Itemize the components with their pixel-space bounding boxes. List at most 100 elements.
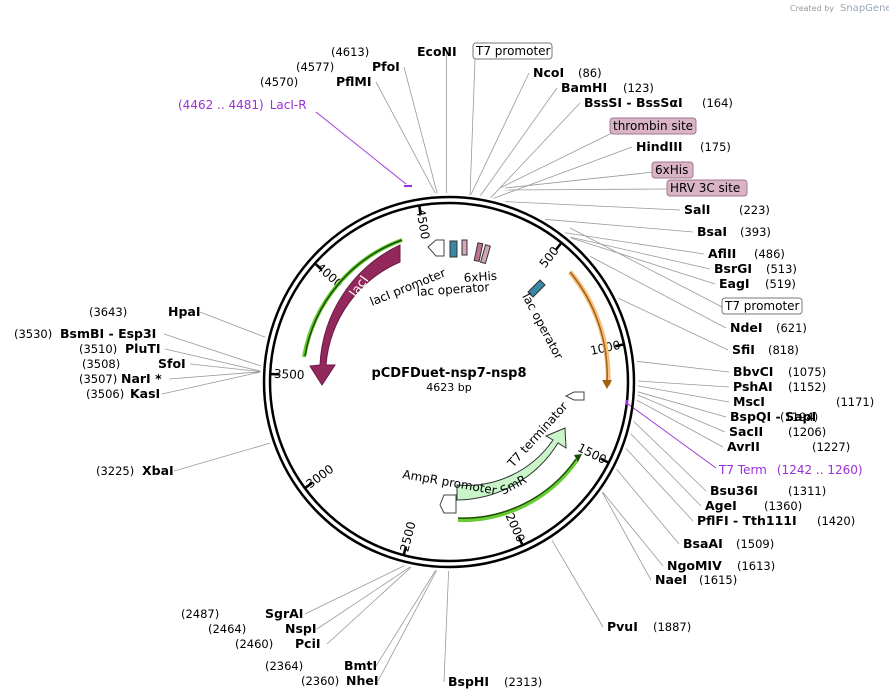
leader-line — [189, 363, 261, 372]
leader-line — [636, 399, 724, 448]
site-label-left[interactable]: (3507)NarI * — [79, 371, 162, 386]
site-label-right[interactable]: PflFI - Tth111I(1420) — [697, 513, 855, 528]
t7-box-1 — [461, 239, 468, 256]
leader-lines — [161, 52, 730, 683]
site-name: AflII — [708, 246, 736, 261]
plasmid-name: pCDFDuet-nsp7-nsp8 — [371, 366, 526, 381]
leader-line — [490, 102, 581, 198]
tick-mark — [314, 262, 323, 271]
site-position: (2313) — [504, 675, 542, 689]
t7-promoter-top-box[interactable]: T7 promoter — [472, 42, 553, 60]
smr-feature[interactable] — [456, 427, 567, 501]
site-label-right[interactable]: BsaAI(1509) — [683, 536, 774, 551]
site-label-right[interactable]: BsaI(393) — [697, 224, 771, 239]
t7-promoter-right-box[interactable]: T7 promoter — [721, 297, 803, 315]
site-label-right[interactable]: SacII(1206) — [729, 424, 826, 439]
t7-term-primer-label[interactable]: T7 Term(1242 .. 1260) — [718, 463, 863, 477]
site-label-left[interactable]: (3508)SfoI — [82, 356, 186, 371]
site-position: (1613) — [737, 559, 775, 573]
site-label-right[interactable]: SalI(223) — [684, 202, 770, 217]
site-name: NgoMIV — [667, 558, 722, 573]
tick-label: 3000 — [303, 462, 336, 491]
tick-label: 1500 — [575, 441, 609, 467]
hrv-3c-site-box[interactable]: HRV 3C site — [666, 179, 748, 197]
leader-line — [551, 540, 604, 628]
leader-line — [602, 491, 664, 567]
lac-operator-2-box — [527, 279, 546, 298]
leader-line — [505, 201, 681, 211]
site-label-right[interactable]: PvuI(1887) — [607, 619, 691, 634]
site-label-right[interactable]: BssSI - BssSαI(164) — [584, 95, 733, 110]
leader-line — [616, 469, 680, 545]
site-label-right[interactable]: MscI(1171) — [733, 394, 874, 409]
site-label-right[interactable]: NdeI(621) — [730, 320, 807, 335]
site-position: (486) — [754, 247, 785, 261]
site-name: NarI * — [121, 371, 162, 386]
site-label-left[interactable]: (2360)NheI — [301, 673, 379, 688]
site-label-right[interactable]: AvrII(1227) — [727, 439, 850, 454]
leader-line — [570, 236, 711, 270]
site-name: BspQI - SapI — [730, 409, 816, 424]
site-label-left[interactable]: (3510)PluTI — [79, 341, 161, 356]
thrombin-site-box[interactable]: thrombin site — [609, 117, 697, 135]
leader-line — [602, 492, 652, 581]
leader-line — [173, 442, 271, 472]
site-label-right[interactable]: HindIII(175) — [636, 139, 731, 154]
backbone-outer — [262, 195, 636, 569]
site-name: BssSI - BssSαI — [584, 95, 683, 110]
site-label-right[interactable]: PshAI(1152) — [733, 379, 826, 394]
site-label-right[interactable]: NgoMIV (1613) — [667, 558, 775, 573]
site-label-right[interactable]: Bsu36I(1311) — [710, 483, 826, 498]
site-label-right[interactable]: SfiI(818) — [732, 342, 799, 357]
leader-line — [470, 72, 530, 195]
site-label-left[interactable]: (3643) HpaI — [89, 304, 201, 319]
laci-r-primer-label[interactable]: (4462 .. 4481)LacI-R — [178, 98, 307, 112]
site-label-right[interactable]: BsrGI(513) — [714, 261, 797, 276]
site-label-right[interactable]: BbvCI(1075) — [733, 364, 826, 379]
leader-line — [569, 227, 725, 309]
site-label-left[interactable]: (3506)KasI — [86, 386, 160, 401]
site-label-left[interactable]: (4613)EcoNI — [331, 44, 457, 59]
leader-line — [161, 371, 261, 395]
laci-feature[interactable] — [309, 244, 401, 386]
site-position: (1206) — [788, 425, 826, 439]
site-label-right[interactable]: EagI(519) — [719, 276, 796, 291]
t7-terminator-arrow — [564, 391, 585, 401]
site-label-left[interactable]: (2464)NspI — [208, 621, 317, 636]
site-label-left[interactable]: (3530)BsmBI - Esp3I — [14, 326, 156, 341]
smr-highlight — [457, 458, 579, 523]
leader-line — [304, 565, 405, 615]
leader-line — [564, 232, 705, 255]
site-label-right[interactable]: NaeI(1615) — [655, 572, 737, 587]
site-position: (3643) — [89, 305, 127, 319]
site-label-right[interactable]: AflII (486) — [708, 246, 785, 261]
site-label-right[interactable]: BamHI(123) — [561, 80, 654, 95]
site-name: BamHI — [561, 80, 607, 95]
site-name: SfiI — [732, 342, 755, 357]
site-label-left[interactable]: (2487)SgrAI — [181, 606, 303, 621]
tick-mark — [517, 536, 524, 546]
site-name: HpaI — [168, 304, 201, 319]
leader-line — [504, 171, 655, 189]
site-label-left[interactable]: (2364)BmtI — [265, 658, 377, 673]
site-label-right[interactable]: AgeI(1360) — [705, 498, 802, 513]
leader-line — [504, 188, 670, 191]
hrv-box — [479, 244, 491, 265]
site-label-right[interactable]: BspQI - SapI(1194) — [730, 409, 818, 424]
lac-operator-label-1: lac operator — [416, 280, 490, 299]
site-label-left[interactable]: (4577)PfoI — [296, 59, 400, 74]
site-label-left[interactable]: (4570)PflMI — [260, 74, 372, 89]
snapgene-brand: SnapGene — [840, 3, 889, 14]
svg-text:6xHis: 6xHis — [655, 163, 688, 177]
site-name: EagI — [719, 276, 750, 291]
site-label-left[interactable]: (2460)PciI — [235, 636, 321, 651]
site-position: (1509) — [736, 537, 774, 551]
site-label-left[interactable]: (3225)XbaI — [96, 463, 174, 478]
primer-leader — [315, 111, 407, 185]
his-box — [473, 242, 484, 263]
tick-label: 4000 — [313, 260, 345, 291]
site-label-right[interactable]: BspHI(2313) — [448, 674, 542, 689]
site-label-right[interactable]: NcoI(86) — [533, 65, 602, 80]
his-tag-box[interactable]: 6xHis — [651, 161, 694, 179]
site-position: (1171) — [836, 395, 874, 409]
